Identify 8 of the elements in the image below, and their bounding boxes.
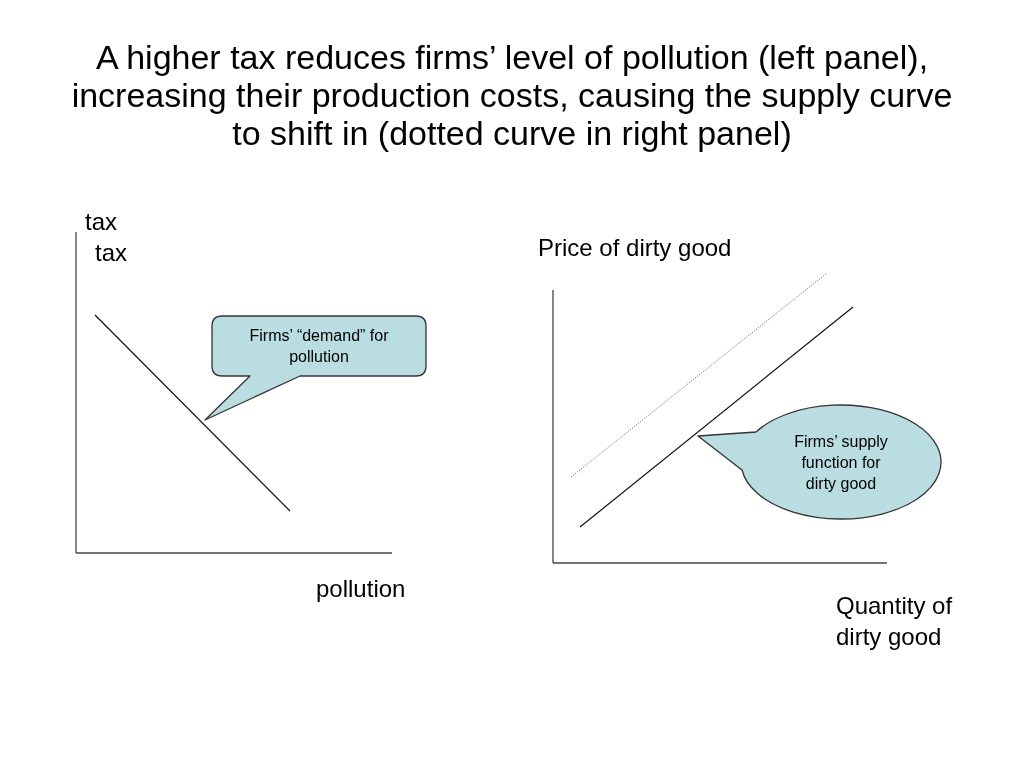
axis-label: Price of dirty good (538, 234, 732, 262)
axis-label: tax (85, 208, 117, 236)
axis-label: pollution (316, 575, 406, 603)
axis-label: Quantity of dirty good (836, 591, 954, 652)
callout-text: Firms’ “demand” for pollution (248, 326, 390, 367)
title-heading: A higher tax reduces firms’ level of pollution (left panel), increasing their production costs, causing the supply curve to shift in (dotted curve in right panel) (70, 38, 954, 152)
axis-label: tax (95, 239, 127, 267)
callout-text: Firms’ supply function for dirty good (793, 431, 889, 494)
